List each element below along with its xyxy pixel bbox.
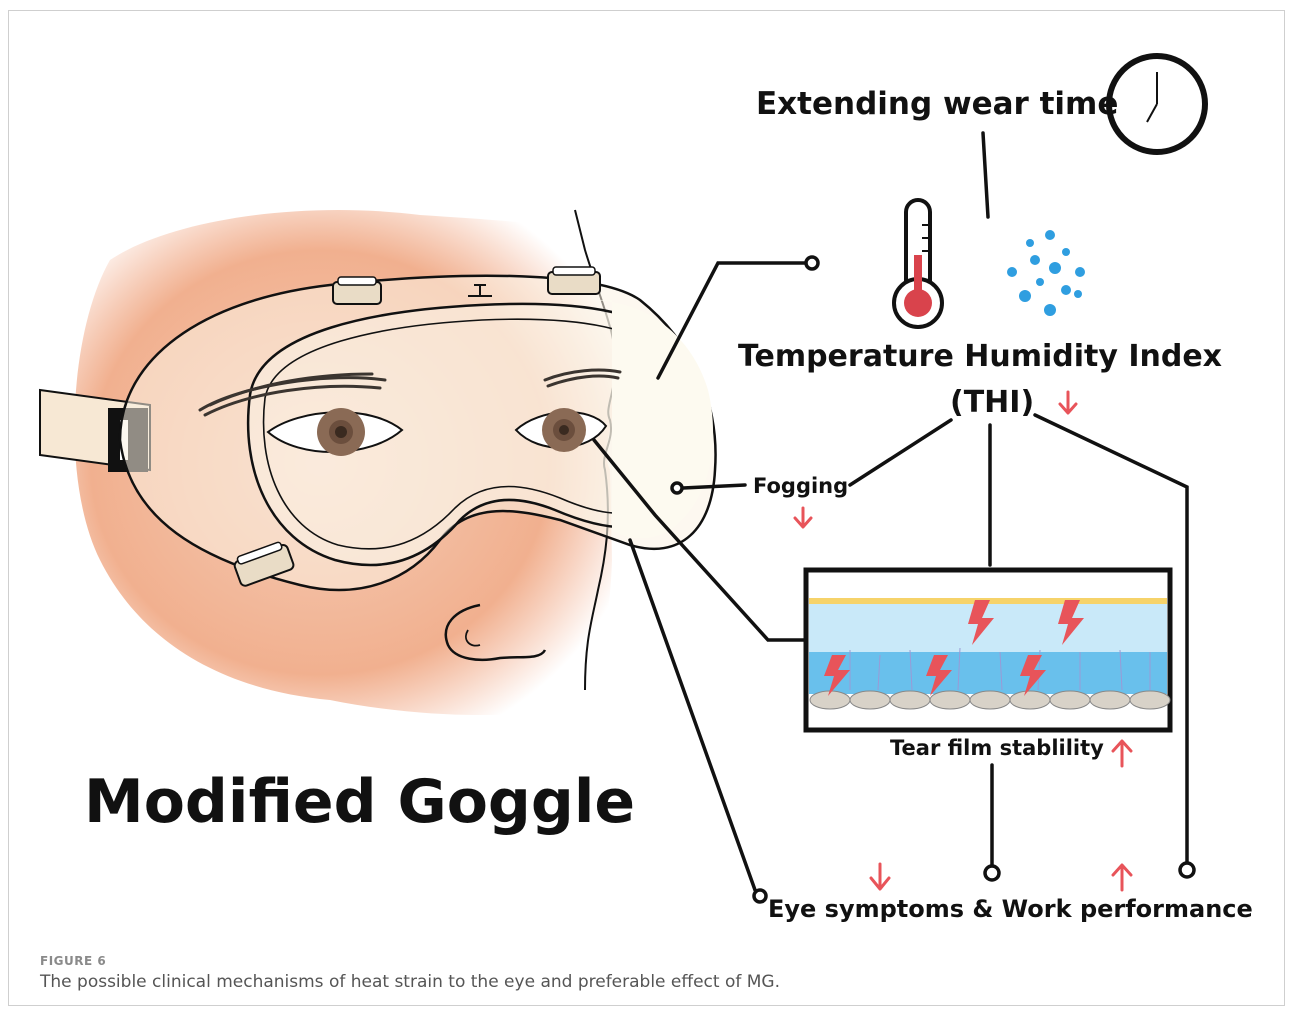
fogging-label: Fogging xyxy=(753,474,848,498)
tear-film-panel xyxy=(806,570,1170,730)
extending-wear-time-label: Extending wear time xyxy=(756,86,1118,122)
thi-label: Temperature Humidity Index xyxy=(738,339,1222,374)
thi-abbrev-label: (THI) xyxy=(950,385,1034,420)
clock-icon xyxy=(1109,56,1205,152)
humidity-droplets-icon xyxy=(1007,230,1085,316)
figure-label: FIGURE 6 xyxy=(40,954,106,968)
figure-caption: The possible clinical mechanisms of heat… xyxy=(40,972,780,992)
modified-goggle-title: Modified Goggle xyxy=(84,767,635,837)
up-arrow-icon xyxy=(1113,741,1131,890)
thermometer-icon xyxy=(894,200,942,327)
outcome-label: Eye symptoms & Work performance xyxy=(768,895,1253,923)
tear-film-label: Tear film stablility xyxy=(890,736,1104,760)
